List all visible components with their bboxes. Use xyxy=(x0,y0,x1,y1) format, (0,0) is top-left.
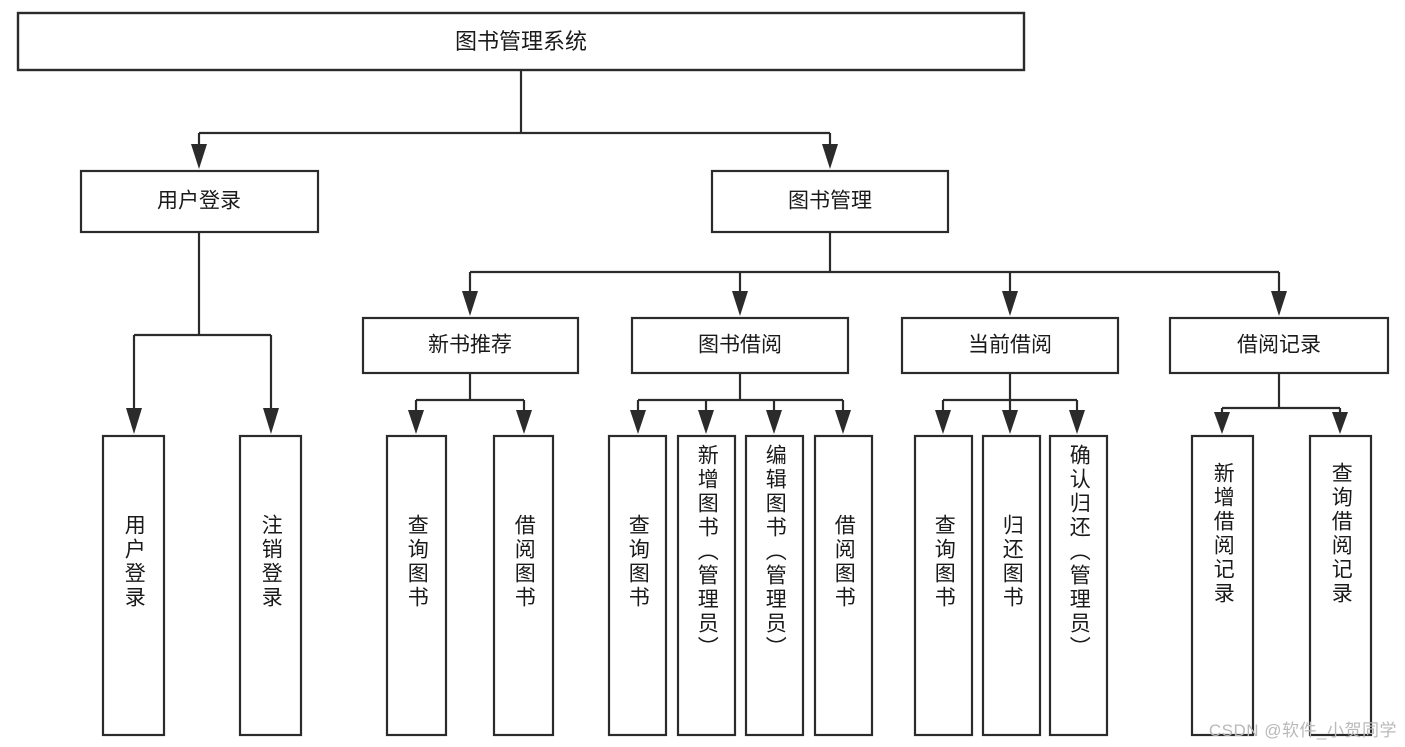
arrow-head-leaf-logout xyxy=(263,408,279,434)
leaf-box-user-login[interactable] xyxy=(101,434,166,737)
arrow-head-new-book xyxy=(462,291,478,316)
leaf-box-add-record[interactable] xyxy=(1190,434,1255,737)
arrow-head-leaf-add-book xyxy=(698,410,714,434)
node-book-borrow-label: 图书借阅 xyxy=(698,334,782,357)
leaf-group-book-borrow xyxy=(607,434,874,737)
leaf-group-borrow-record xyxy=(1190,434,1373,737)
arrow-head-leaf-query-book-nb xyxy=(408,410,424,434)
node-root-box[interactable] xyxy=(16,11,1026,72)
node-borrow-record-box[interactable] xyxy=(1168,316,1390,375)
leaf-box-add-book[interactable] xyxy=(676,434,737,737)
node-book-management-box[interactable] xyxy=(710,169,950,234)
node-new-book-recommend[interactable]: 新书推荐 xyxy=(361,316,580,375)
connector-group-book-mgmt-children xyxy=(462,232,1287,316)
node-new-book-recommend-label: 新书推荐 xyxy=(428,334,512,357)
arrow-head-leaf-borrow-book-bb xyxy=(835,410,851,434)
leaf-group-new-book xyxy=(385,434,555,737)
node-book-management[interactable]: 图书管理 xyxy=(710,169,950,234)
connector-group-root-to-level2 xyxy=(191,70,838,169)
connector-group-current-borrow-children xyxy=(935,373,1085,434)
leaf-box-borrow-book-bb[interactable] xyxy=(813,434,874,737)
leaf-box-query-book-nb[interactable] xyxy=(385,434,448,737)
node-root[interactable]: 图书管理系统 xyxy=(16,11,1026,72)
leaf-box-logout[interactable] xyxy=(238,434,303,737)
arrow-head-current-borrow xyxy=(1002,291,1018,316)
leaf-group-user-login xyxy=(101,434,303,737)
connector-group-borrow-record-children xyxy=(1214,373,1348,434)
node-book-management-label: 图书管理 xyxy=(788,190,872,213)
leaf-box-query-book-cb[interactable] xyxy=(913,434,974,737)
leaf-group-current-borrow xyxy=(913,434,1109,737)
connector-group-book-borrow-children xyxy=(630,373,851,434)
node-book-borrow-box[interactable] xyxy=(630,316,850,375)
arrow-head-leaf-user-login xyxy=(126,408,142,434)
arrow-head-user-login xyxy=(191,144,207,169)
node-current-borrow[interactable]: 当前借阅 xyxy=(900,316,1120,375)
node-user-login[interactable]: 用户登录 xyxy=(79,169,320,234)
arrow-head-leaf-query-book-cb xyxy=(935,410,951,434)
arrow-head-leaf-query-record xyxy=(1332,412,1348,434)
connector-group-user-login-children xyxy=(126,232,279,434)
node-borrow-record-label: 借阅记录 xyxy=(1237,334,1321,357)
node-current-borrow-box[interactable] xyxy=(900,316,1120,375)
leaf-box-return-book[interactable] xyxy=(981,434,1042,737)
leaf-box-confirm-return[interactable] xyxy=(1048,434,1109,737)
node-user-login-label: 用户登录 xyxy=(157,190,241,213)
leaf-box-query-book-bb[interactable] xyxy=(607,434,668,737)
node-user-login-box[interactable] xyxy=(79,169,320,234)
node-new-book-recommend-box[interactable] xyxy=(361,316,580,375)
node-borrow-record[interactable]: 借阅记录 xyxy=(1168,316,1390,375)
arrow-head-book-mgmt xyxy=(822,144,838,169)
node-book-borrow[interactable]: 图书借阅 xyxy=(630,316,850,375)
leaf-box-borrow-book-nb[interactable] xyxy=(492,434,555,737)
watermark-text: CSDN @软件_小贺同学 xyxy=(1208,721,1397,740)
node-root-label: 图书管理系统 xyxy=(455,29,587,54)
arrow-head-book-borrow xyxy=(732,291,748,316)
connector-group-new-book-children xyxy=(408,373,532,434)
arrow-head-leaf-query-book-bb xyxy=(630,410,646,434)
leaf-box-edit-book[interactable] xyxy=(744,434,805,737)
arrow-head-leaf-add-record xyxy=(1214,412,1230,434)
leaf-box-query-record[interactable] xyxy=(1308,434,1373,737)
arrow-head-leaf-borrow-book-nb xyxy=(516,410,532,434)
arrow-head-leaf-return-book xyxy=(1002,410,1018,434)
arrow-head-leaf-confirm-return xyxy=(1069,410,1085,434)
node-current-borrow-label: 当前借阅 xyxy=(968,334,1052,357)
arrow-head-borrow-record xyxy=(1271,291,1287,316)
arrow-head-leaf-edit-book xyxy=(766,410,782,434)
